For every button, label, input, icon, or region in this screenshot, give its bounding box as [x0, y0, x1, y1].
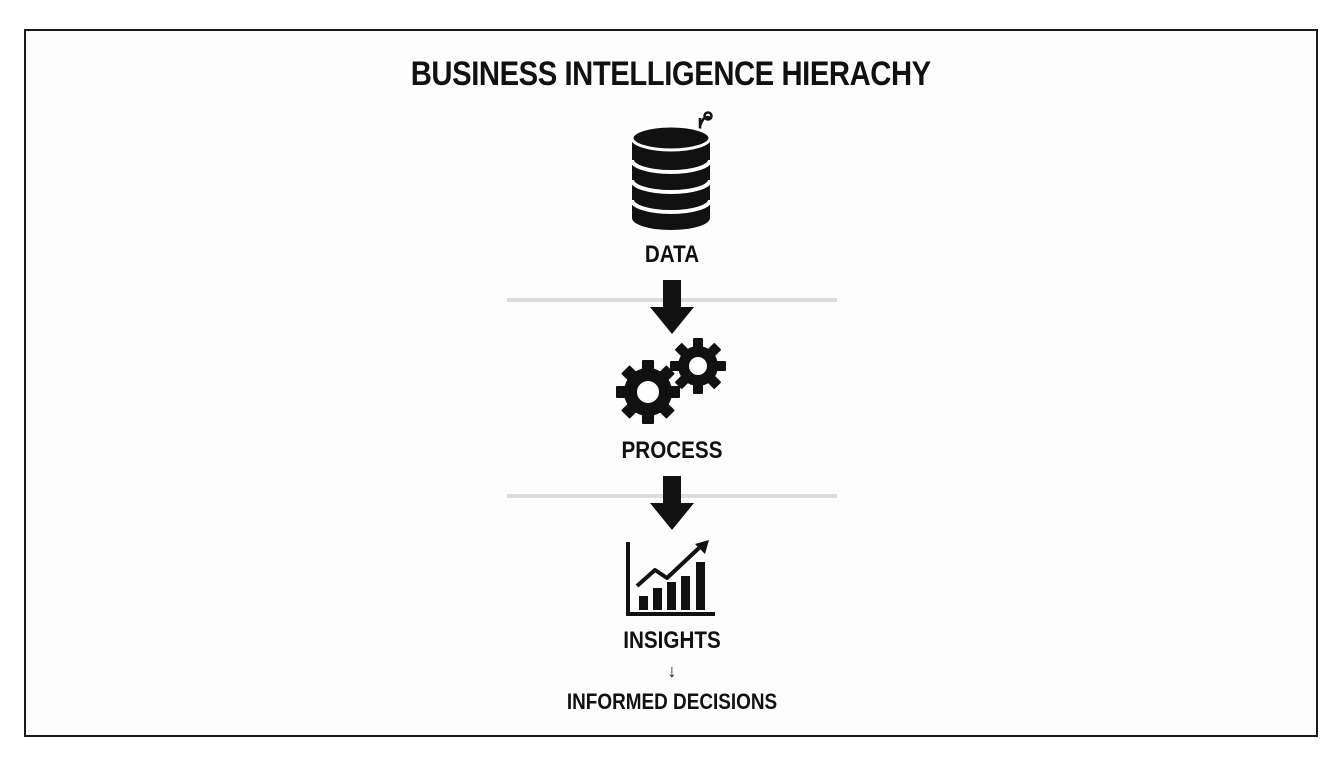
stage-label-insights: INSIGHTS — [623, 627, 721, 654]
down-arrow-icon — [650, 476, 694, 530]
down-arrow-icon — [650, 280, 694, 334]
diagram-title: BUSINESS INTELLIGENCE HIERACHY — [410, 55, 931, 93]
growth-chart-icon — [626, 540, 715, 616]
gears-icon — [616, 338, 726, 424]
database-icon — [630, 111, 713, 230]
stage-label-process: PROCESS — [621, 437, 723, 464]
small-down-arrow: ↓ — [667, 661, 677, 681]
stage-label-data: DATA — [644, 241, 700, 268]
final-label-informed-decisions: INFORMED DECISIONS — [566, 689, 778, 714]
